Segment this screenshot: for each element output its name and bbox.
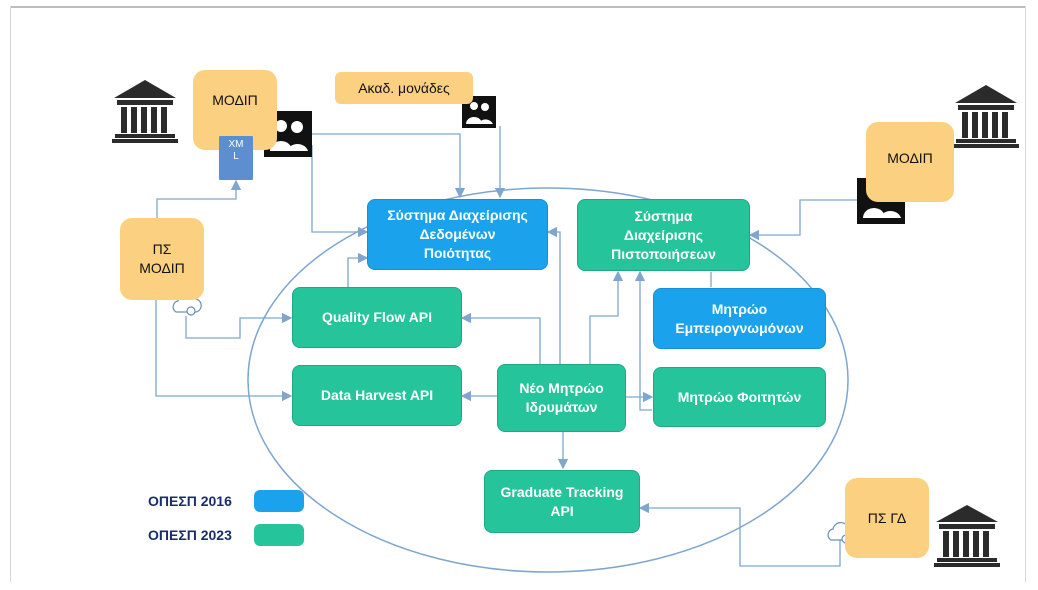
- quality-flow-api-box: Quality Flow API: [292, 287, 462, 348]
- building-icon-bottom-right: [934, 505, 1000, 567]
- connector-neo-to-sdd: [546, 226, 561, 365]
- sd-pistopoiiseon-box: Σύστημα Διαχείρισης Πιστοποιήσεων: [577, 199, 750, 271]
- data-harvest-api-box: Data Harvest API: [292, 365, 462, 426]
- sd-pistopoiiseon-label: Σύστημα Διαχείρισης Πιστοποιήσεων: [611, 207, 716, 262]
- modip-right-label: ΜΟΔΙΠ: [887, 149, 933, 166]
- connector-psgd-to-gradtrack: [638, 502, 841, 567]
- akad-monades-box: Ακαδ. μονάδες: [335, 72, 473, 104]
- ps-modip-box: ΠΣ ΜΟΔΙΠ: [120, 218, 204, 300]
- connector-modip-right-to-sdp: [748, 199, 857, 241]
- connector-modip-left-to-sdd: [311, 145, 369, 238]
- mitroo-empeirognomonon-box: Μητρώο Εμπειρογνωμόνων: [653, 288, 826, 349]
- connector-psmodip-to-dharvest: [155, 300, 293, 402]
- sdd-poiotitas-box: Σύστημα Διαχείρισης Δεδομένων Ποιότητας: [367, 199, 548, 270]
- mitroo-empeirognomonon-label: Μητρώο Εμπειρογνωμόνων: [675, 300, 804, 336]
- xml-document-icon: XM L: [219, 136, 253, 180]
- ps-gd-label: ΠΣ ΓΔ: [867, 509, 907, 526]
- system-boundary-ellipse: [247, 187, 849, 573]
- building-icon-top-left: [112, 80, 178, 143]
- legend-label-2023: ΟΠΕΣΠ 2023: [148, 527, 232, 543]
- frame-border-right: [1025, 6, 1026, 582]
- neo-mitroo-box: Νέο Μητρώο Ιδρυμάτων: [497, 364, 626, 432]
- quality-flow-api-label: Quality Flow API: [322, 309, 432, 325]
- legend-label-2016: ΟΠΕΣΠ 2016: [148, 493, 232, 509]
- building-icon-top-right: [953, 85, 1019, 148]
- neo-mitroo-label: Νέο Μητρώο Ιδρυμάτων: [519, 380, 604, 415]
- frame-border-left: [10, 6, 11, 582]
- ps-gd-box: ΠΣ ΓΔ: [845, 478, 929, 558]
- ps-modip-label: ΠΣ ΜΟΔΙΠ: [139, 241, 185, 276]
- connector-modip-to-sdd: [312, 133, 466, 199]
- legend-swatch-2023: [254, 524, 304, 546]
- connector-neo-to-sdp: [589, 270, 624, 365]
- frame-border-top: [10, 6, 1026, 8]
- mitroo-foititon-label: Μητρώο Φοιτητών: [677, 388, 802, 405]
- akad-monades-label: Ακαδ. μονάδες: [358, 79, 450, 96]
- connector-qflow-to-sdd: [347, 252, 369, 287]
- connector-cloud-to-qflow: [185, 312, 293, 339]
- graduate-tracking-api-label: Graduate Tracking API: [500, 483, 624, 519]
- legend-swatch-2016: [254, 490, 304, 512]
- sdd-poiotitas-label: Σύστημα Διαχείρισης Δεδομένων Ποιότητας: [387, 207, 528, 261]
- connector-psmodip-to-xml: [156, 179, 242, 218]
- graduate-tracking-api-box: Graduate Tracking API: [484, 470, 640, 533]
- modip-top-left-label: ΜΟΔΙΠ: [212, 91, 258, 108]
- data-harvest-api-label: Data Harvest API: [320, 387, 434, 403]
- connector-foititon-to-sdp: [634, 270, 652, 411]
- connector-neo-to-qflow: [460, 312, 541, 365]
- modip-right-box: ΜΟΔΙΠ: [866, 122, 954, 202]
- mitroo-foititon-box: Μητρώο Φοιτητών: [653, 367, 826, 427]
